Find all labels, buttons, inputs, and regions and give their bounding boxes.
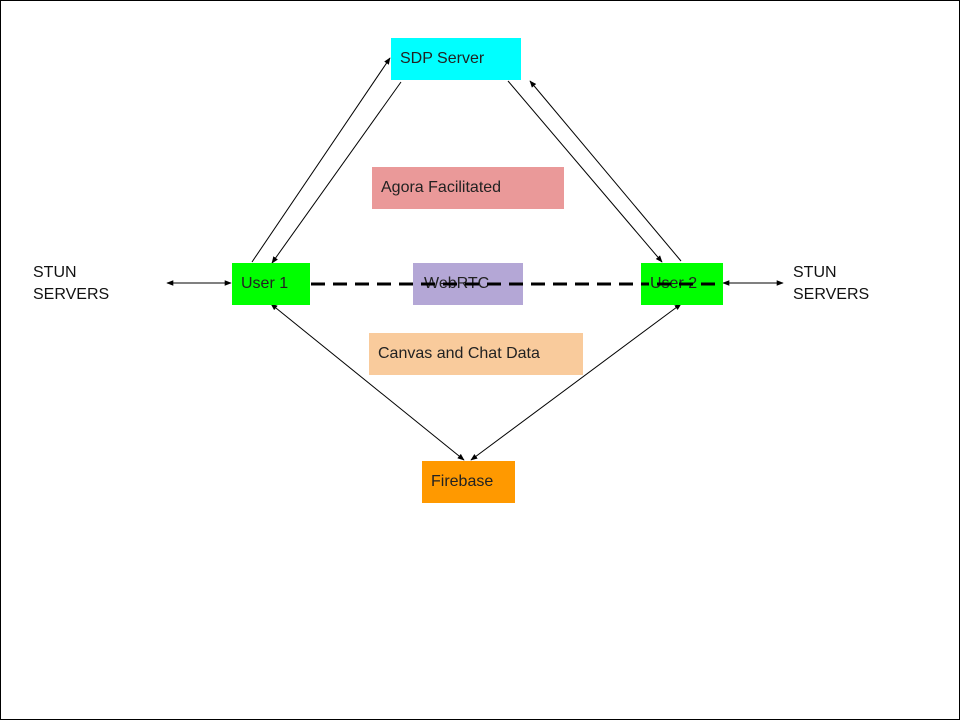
webrtc-label: WebRTC — [424, 275, 490, 292]
edge-sdp-to-user1 — [271, 81, 402, 264]
agora-facilitated-node: Agora Facilitated — [372, 167, 564, 209]
webrtc-node: WebRTC — [413, 263, 523, 305]
user2-node: User 2 — [641, 263, 723, 305]
stun-servers-left-label: STUN SERVERS — [33, 262, 109, 306]
stun-right-line1: STUN — [793, 264, 837, 281]
canvas-chat-data-node: Canvas and Chat Data — [369, 333, 583, 375]
firebase-label: Firebase — [431, 473, 494, 490]
sdp-server-node: SDP Server — [391, 38, 521, 80]
stun-left-line2: SERVERS — [33, 286, 110, 303]
stun-left-line1: STUN — [33, 264, 77, 281]
edge-sdp-to-user2 — [507, 80, 663, 263]
edge-user1-to-sdp — [251, 57, 391, 263]
firebase-node: Firebase — [422, 461, 515, 503]
user2-label: User 2 — [650, 275, 698, 292]
stun-servers-right-label: STUN SERVERS — [793, 262, 869, 306]
agora-facilitated-label: Agora Facilitated — [381, 179, 502, 196]
sdp-server-label: SDP Server — [400, 50, 485, 67]
canvas-chat-data-label: Canvas and Chat Data — [378, 345, 540, 362]
edge-user2-to-sdp — [529, 80, 682, 262]
user1-label: User 1 — [241, 275, 289, 292]
user1-node: User 1 — [232, 263, 310, 305]
edge-user1-firebase — [270, 303, 465, 461]
edge-user2-firebase — [470, 303, 682, 461]
stun-right-line2: SERVERS — [793, 286, 870, 303]
